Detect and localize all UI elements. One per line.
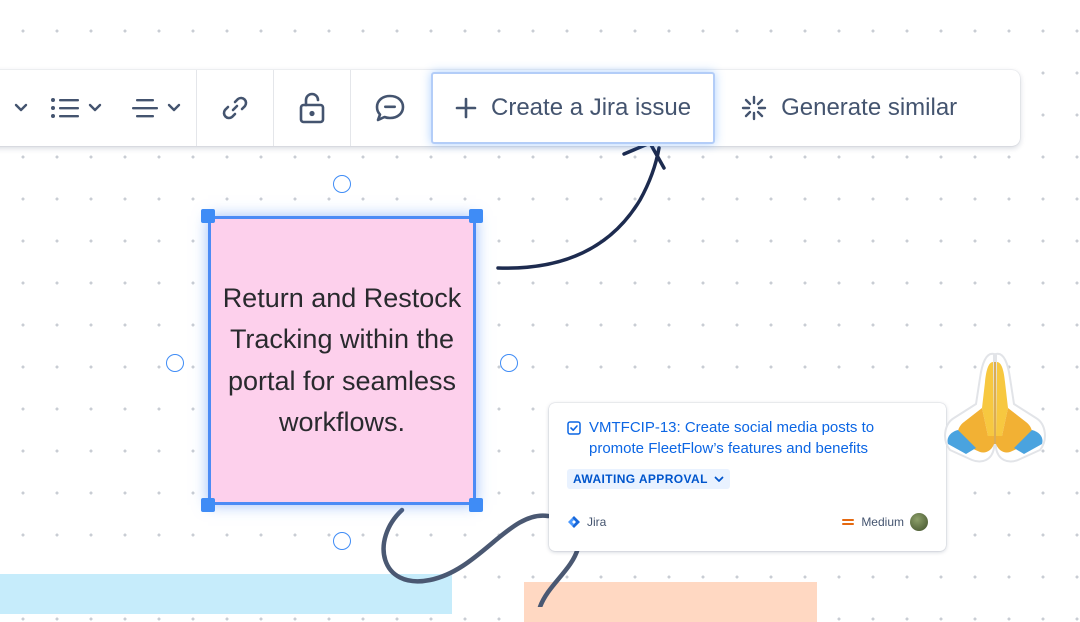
priority-medium-icon <box>842 519 855 525</box>
comment-button[interactable] <box>351 70 429 146</box>
praying-hands-sticker[interactable] <box>936 344 1054 464</box>
sticky-note-text: Return and Restock Tracking within the p… <box>222 282 462 438</box>
generate-similar-label: Generate similar <box>781 94 958 121</box>
bullet-list-icon <box>51 98 79 118</box>
selected-sticky-note[interactable]: Return and Restock Tracking within the p… <box>208 216 476 505</box>
link-icon <box>222 96 248 120</box>
toolbar-divider <box>196 70 197 146</box>
jira-source-label: Jira <box>587 515 607 529</box>
chevron-down-icon <box>714 476 724 482</box>
connector-handle-right[interactable] <box>500 354 518 372</box>
resize-handle-top-right[interactable] <box>469 209 483 223</box>
unlock-icon <box>299 92 325 124</box>
comment-icon <box>375 94 405 122</box>
assignee-avatar[interactable] <box>910 513 928 531</box>
chevron-down-icon <box>88 103 102 112</box>
resize-handle-top-left[interactable] <box>201 209 215 223</box>
plus-icon <box>455 97 477 119</box>
chevron-down-icon <box>167 103 181 112</box>
jira-issue-card[interactable]: VMTFCIP-13: Create social media posts to… <box>549 403 946 551</box>
create-jira-issue-label: Create a Jira issue <box>491 94 692 121</box>
jira-issue-title-link[interactable]: VMTFCIP-13: Create social media posts to… <box>589 419 875 457</box>
bullet-list-dropdown[interactable] <box>36 70 116 146</box>
curved-connector-line[interactable] <box>381 507 551 584</box>
generate-similar-button[interactable]: Generate similar <box>717 70 981 146</box>
text-align-dropdown[interactable] <box>116 70 196 146</box>
connector-handle-bottom[interactable] <box>333 532 351 550</box>
chevron-down-icon[interactable] <box>6 70 36 146</box>
floating-toolbar: Create a Jira issue Generate similar <box>0 70 1020 146</box>
resize-handle-bottom-left[interactable] <box>201 498 215 512</box>
task-checkbox-icon <box>567 421 581 435</box>
create-jira-issue-button[interactable]: Create a Jira issue <box>431 72 716 144</box>
toolbar-divider <box>273 70 274 146</box>
hand-drawn-arrow[interactable] <box>496 146 661 270</box>
priority-label: Medium <box>861 515 904 529</box>
sparkle-icon <box>741 95 767 121</box>
toolbar-divider <box>350 70 351 146</box>
connector-handle-top[interactable] <box>333 175 351 193</box>
connectors <box>381 141 666 607</box>
unlock-button[interactable] <box>274 70 350 146</box>
status-label: AWAITING APPROVAL <box>573 472 708 486</box>
text-align-icon <box>132 99 158 118</box>
connector-handle-left[interactable] <box>166 354 184 372</box>
jira-logo-icon <box>568 516 580 528</box>
status-dropdown[interactable]: AWAITING APPROVAL <box>567 469 730 489</box>
connector-line-down[interactable] <box>537 545 581 607</box>
resize-handle-bottom-right[interactable] <box>469 498 483 512</box>
link-button[interactable] <box>197 70 273 146</box>
